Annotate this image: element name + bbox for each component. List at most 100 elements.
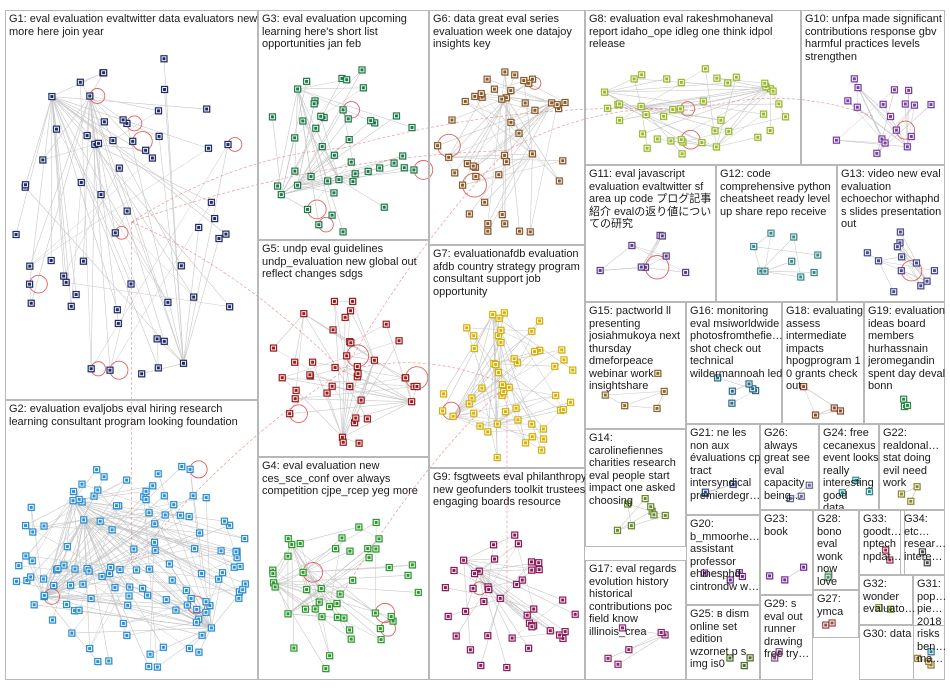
node-fill: [410, 563, 414, 567]
edge: [72, 500, 235, 568]
edge: [183, 238, 220, 364]
node-fill: [197, 225, 201, 229]
group-label-g32: G32: wonder evaluato…: [863, 578, 915, 615]
node-fill: [384, 322, 388, 326]
node-fill: [540, 448, 544, 452]
node-fill: [110, 528, 114, 532]
node-fill: [382, 205, 386, 209]
group-box-g8: G8: evaluation eval rakeshmohaneval repo…: [585, 10, 801, 165]
edge: [463, 560, 528, 616]
node-fill: [326, 179, 330, 183]
edge: [287, 580, 353, 615]
group-box-g9: G9: fsgtweets eval philanthropy new geof…: [429, 468, 586, 680]
node-fill: [645, 146, 649, 150]
edge: [334, 301, 351, 387]
node-fill: [684, 270, 688, 274]
edge: [70, 519, 85, 586]
node-fill: [32, 603, 36, 607]
edge: [273, 313, 305, 349]
edge: [628, 634, 666, 650]
node-fill: [49, 259, 53, 263]
edge: [100, 194, 158, 339]
node-fill: [916, 656, 920, 660]
node-fill: [305, 79, 309, 83]
edge: [793, 236, 801, 278]
node-fill: [373, 121, 377, 125]
node-fill: [359, 398, 363, 402]
node-fill: [498, 596, 502, 600]
node-fill: [31, 530, 35, 534]
edge: [453, 415, 518, 421]
node-fill: [125, 209, 129, 213]
edge: [753, 246, 761, 272]
edge: [72, 500, 241, 567]
group-label-g2: G2: evaluation evaljobs eval hiring rese…: [9, 403, 238, 428]
edge: [291, 544, 376, 614]
edge: [89, 72, 104, 97]
node-fill: [374, 547, 378, 551]
edge: [83, 519, 237, 553]
edge: [156, 338, 159, 368]
node-fill: [347, 138, 351, 142]
node-fill: [192, 295, 196, 299]
edge: [342, 317, 346, 438]
edge: [492, 314, 515, 359]
edge: [302, 550, 351, 573]
edge: [467, 97, 507, 164]
node-fill: [483, 200, 487, 204]
node-fill: [342, 616, 346, 620]
node-fill: [117, 166, 121, 170]
edge: [94, 144, 128, 212]
edge: [641, 106, 721, 121]
edge: [44, 596, 188, 606]
node-fill: [115, 504, 119, 508]
node-fill: [397, 339, 401, 343]
node-fill: [783, 578, 787, 582]
node-fill: [280, 376, 284, 380]
node-fill: [492, 543, 496, 547]
edge: [331, 386, 356, 419]
edge: [297, 179, 339, 186]
edge: [43, 596, 203, 636]
node-fill: [29, 575, 33, 579]
group-box-g12: G12: code comprehensive python cheatshee…: [716, 165, 837, 302]
node-fill: [153, 522, 157, 526]
node-fill: [497, 173, 501, 177]
group-label-g20: G20: b_mmoorhe… assistant professor ehin…: [690, 518, 760, 593]
edge: [509, 387, 556, 396]
group-label-g17: G17: eval regards evolution history hist…: [589, 563, 677, 638]
node-fill: [846, 99, 850, 103]
node-fill: [147, 511, 151, 515]
node-fill: [468, 648, 472, 652]
node-fill: [204, 496, 208, 500]
node-fill: [889, 607, 893, 611]
node-fill: [665, 77, 669, 81]
node-fill: [474, 174, 478, 178]
node-fill: [509, 89, 513, 93]
node-fill: [81, 582, 85, 586]
node-fill: [740, 574, 744, 578]
edge: [631, 245, 686, 273]
node-fill: [361, 86, 365, 90]
group-box-g5: G5: undp eval guidelines undp_evaluation…: [258, 240, 429, 457]
edge: [342, 373, 359, 438]
node-fill: [197, 650, 201, 654]
edge: [83, 519, 222, 552]
edge: [72, 500, 137, 571]
node-fill: [703, 571, 707, 575]
inter-group-edge: [131, 150, 508, 223]
edge: [518, 102, 552, 134]
edge: [346, 310, 351, 356]
node-fill: [626, 502, 630, 506]
edge: [452, 415, 533, 437]
node-fill: [82, 518, 86, 522]
node-fill: [296, 183, 300, 187]
node-fill: [65, 602, 69, 606]
node-fill: [179, 264, 183, 268]
node-fill: [632, 77, 636, 81]
node-fill: [355, 365, 359, 369]
node-fill: [235, 556, 239, 560]
node-fill: [505, 666, 509, 670]
node-fill: [348, 628, 352, 632]
